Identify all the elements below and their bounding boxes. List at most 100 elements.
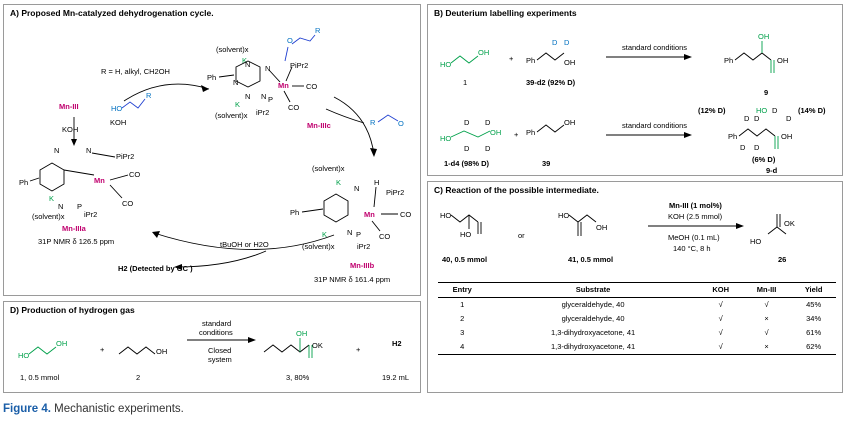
svg-text:CO: CO	[306, 82, 317, 91]
col-yield: Yield	[791, 282, 836, 298]
svg-text:Mn: Mn	[94, 176, 105, 185]
svg-text:HO: HO	[440, 60, 451, 69]
svg-text:OK: OK	[784, 219, 795, 228]
panel-a: A) Proposed Mn-catalyzed dehydrogenation…	[3, 4, 421, 296]
table-row: 2 glyceraldehyde, 40 √ × 34%	[460, 314, 822, 323]
svg-text:Mn: Mn	[278, 81, 289, 90]
yield-table: Entry Substrate KOH Mn-III Yield 1 glyce…	[438, 282, 836, 355]
svg-text:KOH (2.5 mmol): KOH (2.5 mmol)	[668, 212, 723, 221]
b-compound-9d: 9-d	[766, 166, 778, 175]
svg-text:(solvent)x: (solvent)x	[216, 45, 249, 54]
c-compound-41: 41, 0.5 mmol	[568, 255, 613, 264]
panel-a-title: A) Proposed Mn-catalyzed dehydrogenation…	[10, 8, 214, 18]
caption-label: Figure 4.	[3, 403, 51, 415]
svg-text:standard: standard	[202, 319, 231, 328]
svg-text:PiPr2: PiPr2	[116, 152, 134, 161]
svg-text:OH: OH	[564, 58, 575, 67]
svg-text:K: K	[49, 194, 54, 203]
svg-text:D: D	[754, 143, 760, 152]
svg-text:R: R	[315, 26, 321, 35]
svg-text:OH: OH	[296, 329, 307, 338]
complex-mn3c: (solvent)x K O R N PiPr2 N N N Ph Mn CO …	[207, 26, 331, 130]
svg-text:OH: OH	[564, 118, 575, 127]
svg-text:D: D	[754, 114, 760, 123]
svg-text:D: D	[564, 38, 570, 47]
b-compound-1: 1	[463, 78, 467, 87]
b-compound-39: 39	[542, 159, 550, 168]
svg-text:R: R	[146, 91, 152, 100]
svg-text:HO: HO	[18, 351, 29, 360]
koh-label-left: KOH	[62, 125, 78, 134]
svg-text:N: N	[86, 146, 91, 155]
svg-text:OH: OH	[156, 347, 167, 356]
compound-3-label: 3, 80%	[286, 373, 310, 382]
d14-label: (14% D)	[798, 106, 826, 115]
h2-label: H2	[392, 339, 402, 348]
svg-text:N: N	[245, 60, 250, 69]
svg-text:HO: HO	[558, 211, 569, 220]
svg-text:standard conditions: standard conditions	[622, 43, 687, 52]
svg-text:P: P	[77, 202, 82, 211]
svg-text:PiPr2: PiPr2	[386, 188, 404, 197]
b-compound-39d2: 39-d2 (92% D)	[526, 78, 576, 87]
svg-text:HO: HO	[440, 211, 451, 220]
svg-text:N: N	[265, 64, 270, 73]
svg-text:CO: CO	[129, 170, 140, 179]
svg-text:HO: HO	[460, 230, 471, 239]
svg-text:K: K	[336, 178, 341, 187]
c-compound-26: 26	[778, 255, 786, 264]
complex-mn3a: N N PiPr2 Ph Mn CO CO N P K (solvent)x i…	[19, 146, 140, 246]
d12-label: (12% D)	[698, 106, 726, 115]
svg-text:+: +	[514, 130, 519, 139]
svg-text:HO: HO	[750, 237, 761, 246]
svg-text:Mn-III (1 mol%): Mn-III (1 mol%)	[669, 201, 722, 210]
svg-text:iPr2: iPr2	[84, 210, 97, 219]
svg-text:iPr2: iPr2	[357, 242, 370, 251]
svg-text:Closed: Closed	[208, 346, 231, 355]
svg-text:OH: OH	[758, 32, 769, 41]
svg-text:PiPr2: PiPr2	[290, 61, 308, 70]
svg-text:iPr2: iPr2	[256, 108, 269, 117]
svg-text:or: or	[518, 231, 525, 240]
svg-text:D: D	[464, 118, 470, 127]
svg-text:+: +	[100, 345, 105, 354]
mn3a-label: Mn-IIIa	[62, 224, 87, 233]
mn3-label: Mn-III	[59, 102, 79, 111]
mn3a-nmr: 31P NMR δ 126.5 ppm	[38, 237, 114, 246]
compound-1-label: 1, 0.5 mmol	[20, 373, 60, 382]
mn3b-label: Mn-IIIb	[350, 261, 375, 270]
mn3c-label: Mn-IIIc	[307, 121, 331, 130]
table-row: 1 glyceraldehyde, 40 √ √ 45%	[460, 300, 822, 309]
svg-text:O: O	[287, 36, 293, 45]
complex-mn3b: (solvent)x K N H PiPr2 Ph Mn CO CO N P K…	[290, 164, 411, 284]
svg-text:R: R	[370, 118, 376, 127]
svg-text:Ph: Ph	[207, 73, 216, 82]
svg-text:OH: OH	[478, 48, 489, 57]
d6-label: (6% D)	[752, 155, 776, 164]
table-row: 4 1,3-dihydroxyacetone, 41 √ × 62%	[438, 340, 836, 355]
svg-text:Mn: Mn	[364, 210, 375, 219]
svg-text:OH: OH	[781, 132, 792, 141]
cycle-arrow-bottom	[153, 232, 335, 250]
svg-text:Ph: Ph	[724, 56, 733, 65]
svg-text:HO: HO	[756, 106, 767, 115]
svg-text:D: D	[464, 144, 470, 153]
cycle-arrow-right	[333, 96, 375, 156]
svg-text:HO: HO	[440, 134, 451, 143]
svg-text:D: D	[485, 144, 491, 153]
table-header-row: Entry Substrate KOH Mn-III Yield	[438, 282, 836, 298]
svg-text:CO: CO	[400, 210, 411, 219]
h2-volume: 19.2 mL	[382, 373, 409, 382]
svg-text:OH: OH	[490, 128, 501, 137]
svg-text:(solvent)x: (solvent)x	[302, 242, 335, 251]
svg-text:N: N	[54, 146, 59, 155]
svg-text:P: P	[356, 230, 361, 239]
svg-text:CO: CO	[122, 199, 133, 208]
b-compound-1d4: 1-d4 (98% D)	[444, 159, 490, 168]
svg-text:N: N	[261, 92, 266, 101]
panel-d: D) Production of hydrogen gas HO OH 1, 0…	[3, 301, 421, 393]
svg-text:Ph: Ph	[290, 208, 299, 217]
svg-text:D: D	[740, 143, 746, 152]
svg-text:D: D	[485, 118, 491, 127]
svg-text:P: P	[268, 95, 273, 104]
